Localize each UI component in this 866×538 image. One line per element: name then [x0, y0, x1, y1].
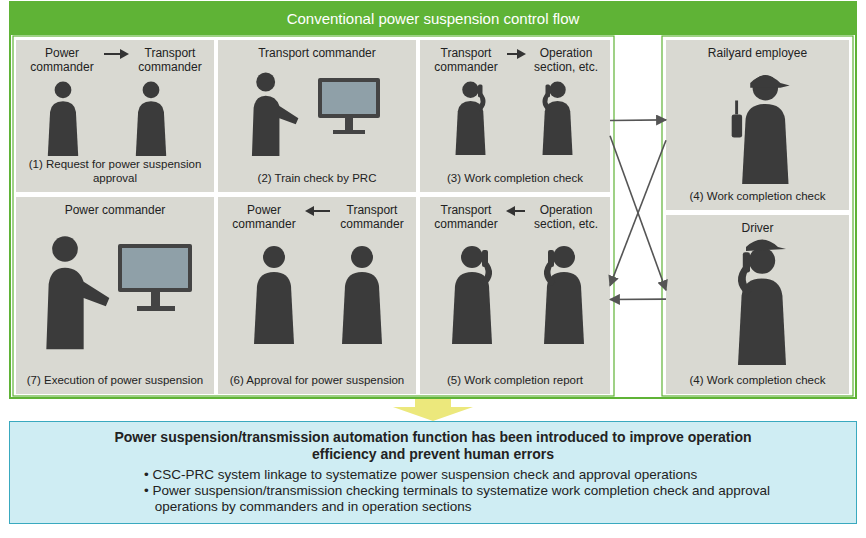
role-label: Power commander: [24, 46, 100, 75]
step-caption: (3) Work completion check: [426, 172, 604, 186]
step-caption: (4) Work completion check: [672, 190, 843, 204]
summary-bullet: • Power suspension/transmission checking…: [144, 483, 795, 515]
step-tile: Power commander Transport commander (1) Re…: [16, 40, 214, 192]
role-label: Railyard employee: [670, 46, 845, 60]
step-tile: Power commander (7) Execution of power su…: [16, 197, 214, 394]
step-tile: Transport commander Operation section, et…: [420, 197, 610, 394]
step-tile: Transport commander (2) Train check by PR…: [218, 40, 416, 192]
role-label: Transport commander: [428, 203, 504, 232]
role-label: Operation section, etc.: [528, 46, 604, 75]
step-caption: (7) Execution of power suspension: [22, 374, 208, 388]
step-tile: Transport commander Operation section, et…: [420, 40, 610, 192]
flow-frame: Conventional power suspension control fl…: [9, 1, 857, 399]
role-label: Operation section, etc.: [528, 203, 604, 232]
summary-bullet: • CSC-PRC system linkage to systematize …: [144, 467, 795, 483]
frame-heading: Conventional power suspension control fl…: [11, 3, 855, 35]
step-caption: (6) Approval for power suspension: [224, 374, 410, 388]
step-tile: Driver (4) Work completion check: [666, 215, 849, 394]
right-panel: [662, 36, 853, 396]
step-caption: (4) Work completion check: [672, 374, 843, 388]
role-label: Transport commander: [334, 203, 410, 232]
role-label: Driver: [670, 221, 845, 235]
role-label: Transport commander: [222, 46, 412, 60]
block-arrow: [393, 399, 473, 421]
panel-frames: [13, 36, 853, 396]
summary-box: Power suspension/transmission automation…: [9, 421, 857, 524]
step-caption: (2) Train check by PRC: [224, 172, 410, 186]
step-caption: (1) Request for power suspension approva…: [22, 158, 208, 186]
step-tile: Power commander Transport commander (6) Ap…: [218, 197, 416, 394]
role-label: Transport commander: [428, 46, 504, 75]
step-caption: (5) Work completion report: [426, 374, 604, 388]
summary-heading: Power suspension/transmission automation…: [103, 429, 763, 463]
step-tile: Railyard employee (4) Work completion che…: [666, 40, 849, 210]
left-panel: [13, 36, 614, 396]
role-label: Power commander: [20, 203, 210, 217]
role-label: Transport commander: [132, 46, 208, 75]
role-label: Power commander: [226, 203, 302, 232]
